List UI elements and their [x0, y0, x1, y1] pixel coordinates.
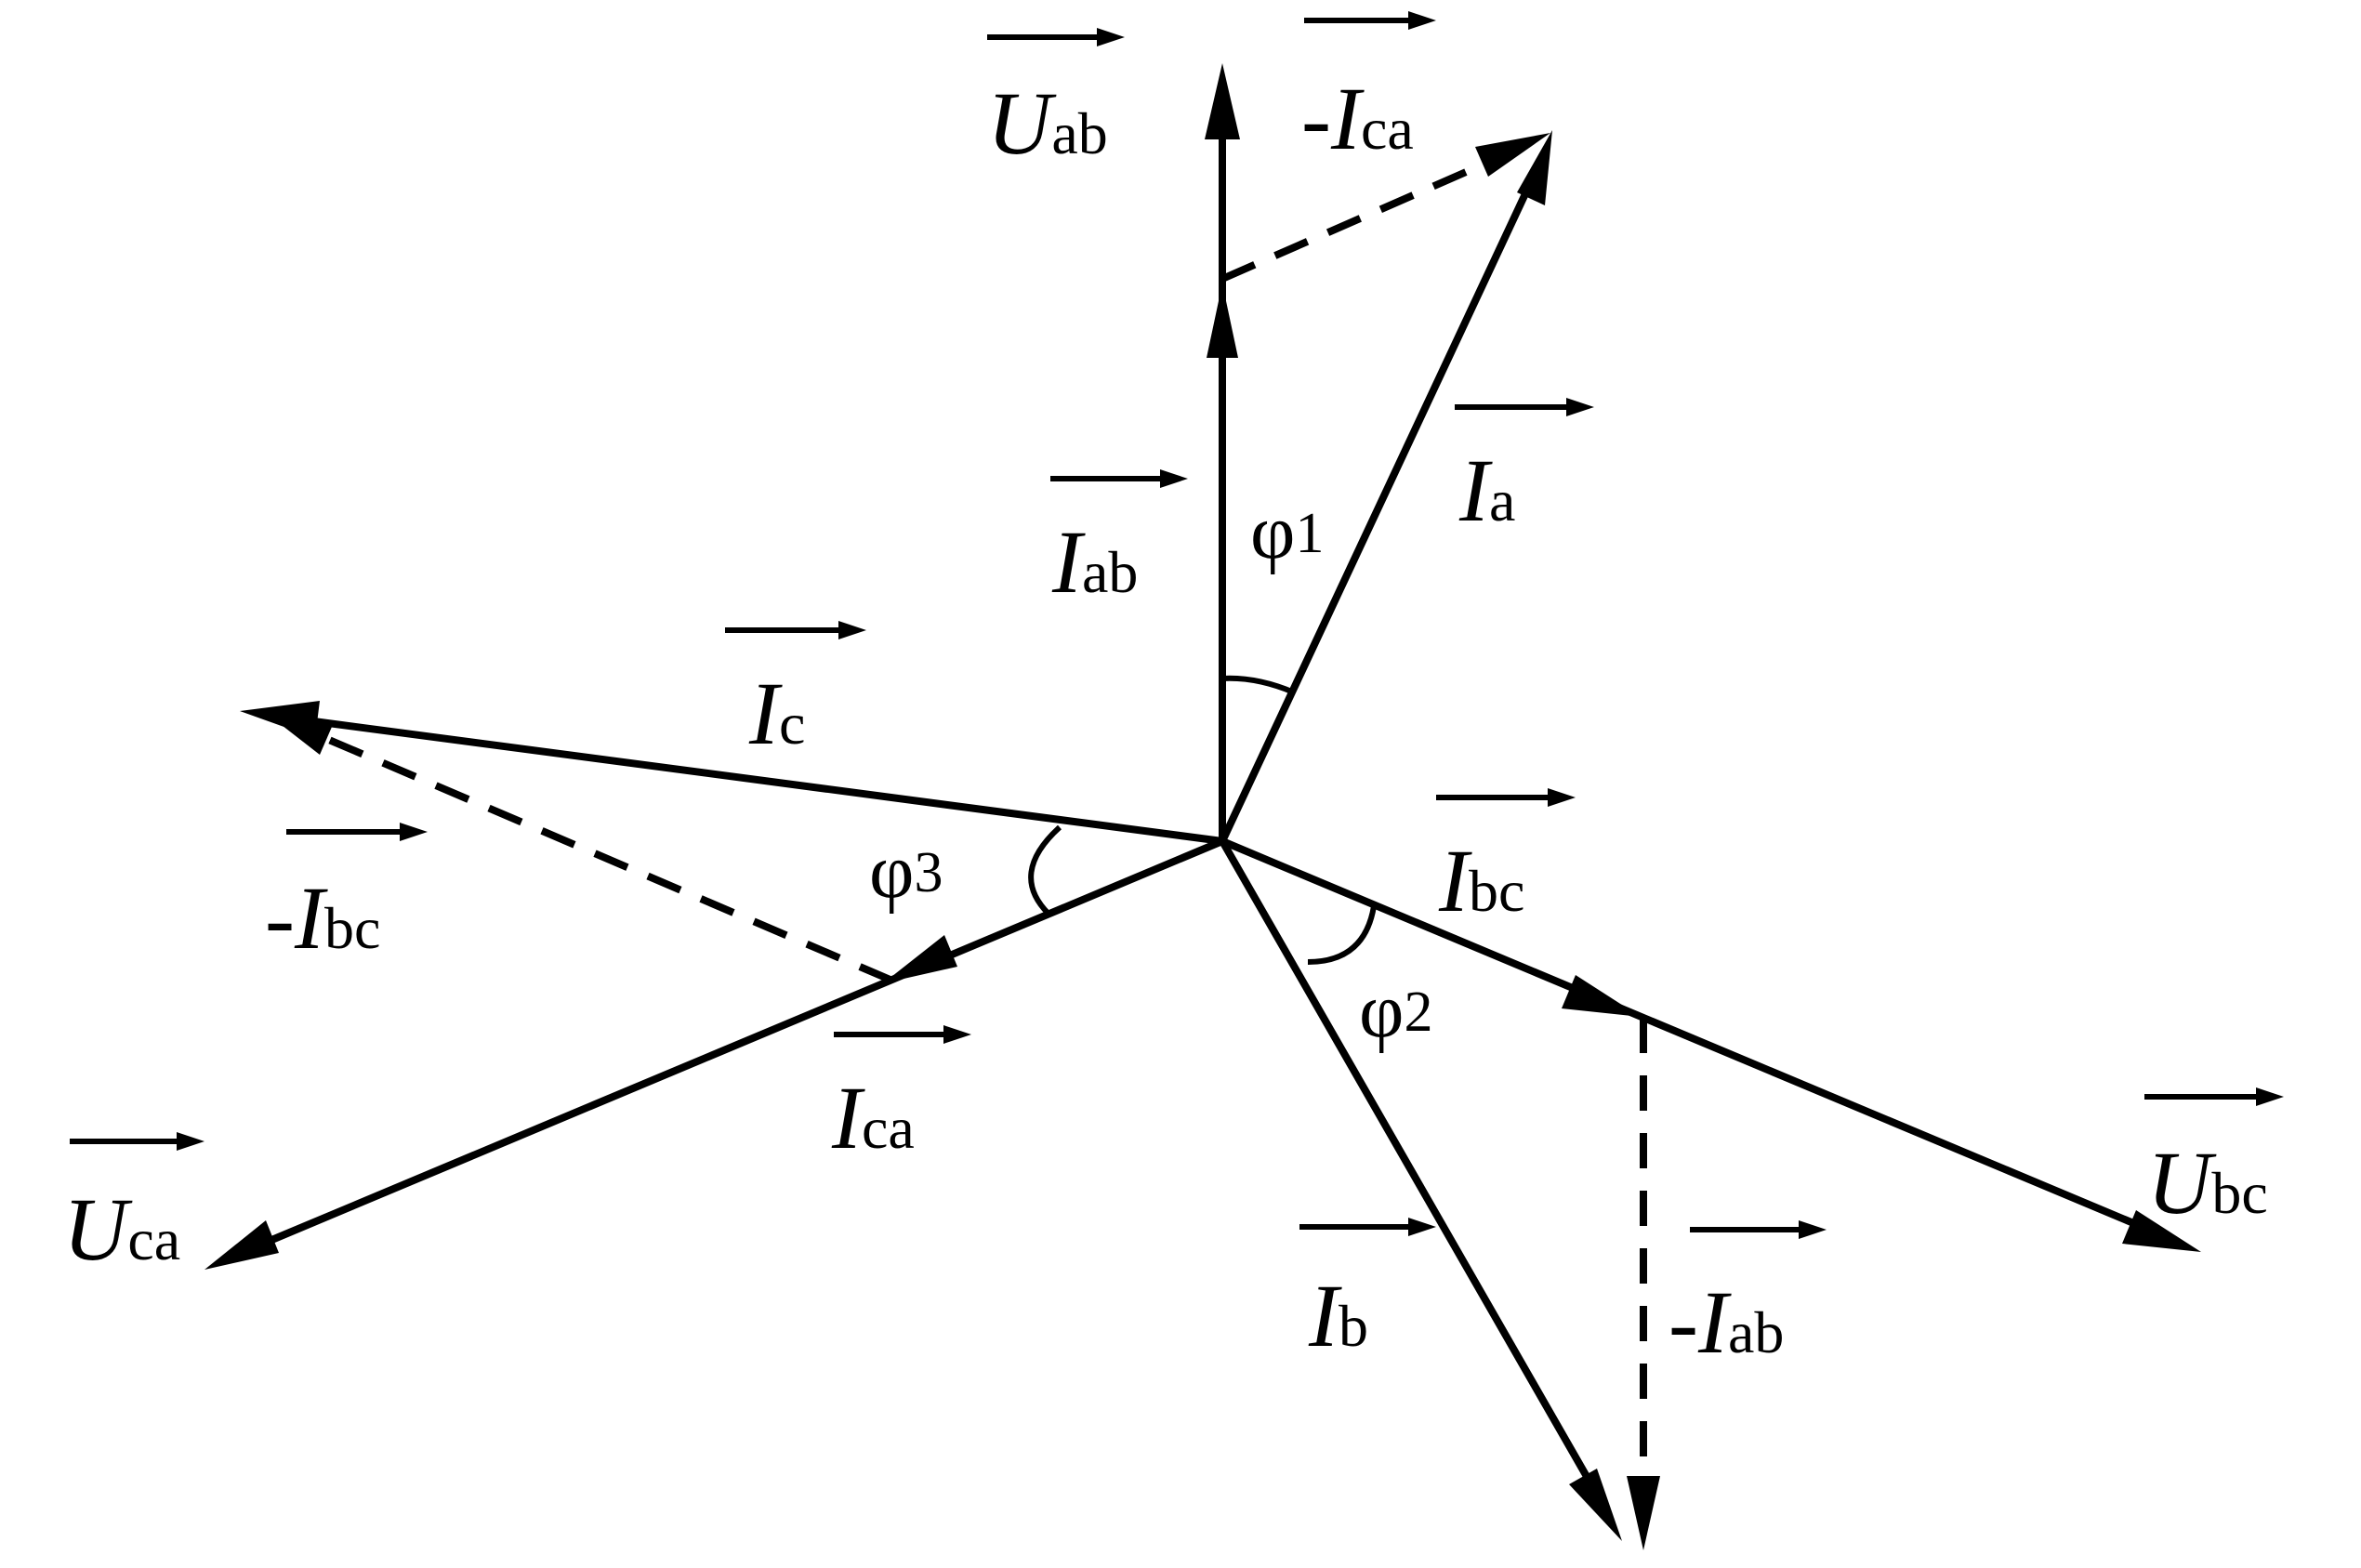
U-bc-arrowhead	[2122, 1210, 2201, 1252]
label-U-ab: Uab	[987, 73, 1108, 173]
I-ab-arrowhead	[1207, 283, 1238, 358]
label-neg-I-ab: -Iab	[1669, 1272, 1784, 1372]
label-I-b: Ib	[1308, 1266, 1368, 1365]
I-b-arrowhead	[1569, 1469, 1622, 1541]
I-a-vector	[1219, 170, 1539, 843]
label-neg-I-bc: -Ibc	[265, 868, 380, 968]
label-I-c: Ic	[748, 664, 805, 763]
label-phi1: φ1	[1250, 489, 1324, 575]
I-bc-arrowhead	[1562, 975, 1641, 1017]
U-bc-vector	[1220, 837, 2140, 1229]
label-I-ab: Iab	[1051, 512, 1138, 612]
label-U-bc: Ubc	[2147, 1133, 2268, 1232]
neg-I-bc-vector	[314, 731, 894, 984]
U-ab-arrowhead	[1205, 63, 1240, 139]
I-b-vector	[1219, 839, 1607, 1508]
label-arrows	[70, 11, 2284, 1239]
I-c-vector	[306, 717, 1223, 845]
I-a-arrowhead	[1517, 130, 1552, 205]
phi1-arc	[1221, 675, 1296, 695]
neg-I-ca-vector	[1220, 159, 1489, 283]
U-ca-vector	[268, 837, 1224, 1245]
label-U-ca: Uca	[63, 1179, 180, 1279]
neg-I-bc-arrowhead	[270, 716, 332, 755]
label-I-ca: Ica	[831, 1068, 915, 1167]
label-I-a: Ia	[1458, 441, 1515, 540]
neg-I-ab-arrowhead	[1627, 1476, 1660, 1550]
I-ca-arrowhead	[883, 935, 957, 983]
label-I-bc: Ibc	[1438, 831, 1524, 930]
phi3-arc	[1028, 824, 1062, 916]
neg-I-ca-arrowhead	[1475, 133, 1550, 177]
U-ca-arrowhead	[204, 1220, 279, 1270]
phi2-arc	[1307, 905, 1377, 965]
label-phi3: φ3	[869, 828, 943, 915]
label-phi2: φ2	[1359, 968, 1432, 1054]
label-neg-I-ca: -Ica	[1301, 69, 1414, 168]
